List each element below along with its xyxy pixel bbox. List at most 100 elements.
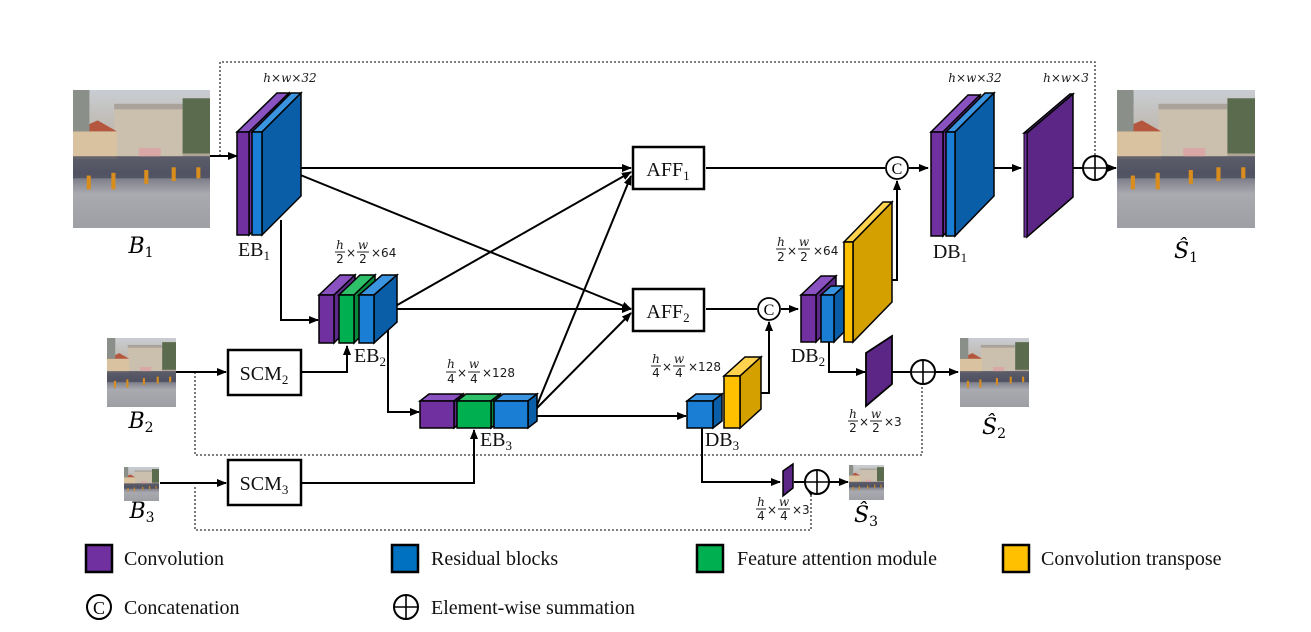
svg-text:w: w <box>799 235 810 249</box>
svg-text:Element-wise summation: Element-wise summation <box>431 597 635 619</box>
eb3-label: EB3 <box>480 429 512 453</box>
output-image-s1: Ŝ1 <box>1117 90 1255 266</box>
skip-connection-3 <box>194 487 812 531</box>
out1-dim-label: h×w×3 <box>1043 71 1089 85</box>
svg-text:w: w <box>674 352 685 366</box>
output-label-s3: Ŝ3 <box>854 501 878 530</box>
svg-text:4: 4 <box>447 372 455 386</box>
svg-text:×64: ×64 <box>813 244 838 258</box>
db3-dim-label: h 4 × w 4 ×128 <box>651 352 721 380</box>
legend-item-convolution: Convolution <box>84 543 224 574</box>
output-image-s3: Ŝ3 <box>849 465 884 530</box>
svg-text:w: w <box>469 357 480 371</box>
svg-text:×3: ×3 <box>884 415 902 429</box>
skip-connection-1 <box>219 61 1096 160</box>
svg-text:×128: ×128 <box>688 360 721 374</box>
eb1-label: EB1 <box>238 239 270 263</box>
concat-node-2: C <box>757 297 781 321</box>
svg-text:h: h <box>849 407 857 421</box>
sum-icon <box>393 594 419 620</box>
aff1-module[interactable]: AFF1 <box>631 145 706 191</box>
svg-text:×: × <box>346 246 356 260</box>
sum-node-2 <box>910 359 936 385</box>
out2-dim-label: h 2 × w 2 ×3 <box>848 407 902 435</box>
svg-text:Concatenation: Concatenation <box>124 597 240 619</box>
encoder-block-eb3[interactable]: h 4 × w 4 ×128 EB3 <box>417 357 540 453</box>
scm2-module[interactable]: SCM2 <box>226 348 303 397</box>
svg-text:×: × <box>767 503 777 517</box>
svg-text:×: × <box>457 366 467 380</box>
svg-text:h: h <box>777 235 785 249</box>
svg-text:4: 4 <box>675 366 683 380</box>
output-label-s2: Ŝ2 <box>982 413 1006 442</box>
db1-dim-label: h×w×32 <box>948 71 1001 85</box>
input-label-b3: B3 <box>128 499 154 526</box>
legend-swatch-residual <box>390 543 420 574</box>
svg-text:2: 2 <box>359 252 367 266</box>
concat-node-1: C <box>885 156 909 180</box>
svg-text:w: w <box>871 407 882 421</box>
encoder-block-eb2[interactable]: h 2 × w 2 ×64 EB2 <box>317 238 400 369</box>
svg-text:×3: ×3 <box>792 503 810 517</box>
svg-text:×: × <box>787 244 797 258</box>
legend-swatch-feature-attention <box>695 543 725 574</box>
legend-swatch-conv-transpose <box>1001 543 1031 574</box>
svg-text:4: 4 <box>780 509 788 523</box>
svg-text:w: w <box>358 238 369 252</box>
decoder-block-db2[interactable]: h 2 × w 2 ×64 DB2 <box>776 200 894 369</box>
input-image-b1: B1 <box>73 90 210 261</box>
svg-text:Feature attention module: Feature attention module <box>737 548 937 570</box>
legend-item-summation: Element-wise summation <box>393 594 635 620</box>
svg-text:SCM3: SCM3 <box>240 473 289 497</box>
sum-node-3 <box>804 469 830 495</box>
svg-text:×64: ×64 <box>371 246 396 260</box>
eb2-label: EB2 <box>354 345 386 369</box>
eb2-dim-label: h 2 × w 2 ×64 <box>335 238 396 266</box>
scm3-module[interactable]: SCM3 <box>226 458 303 507</box>
output-conv-3[interactable]: h 4 × w 4 ×3 <box>756 462 810 523</box>
db3-label: DB3 <box>705 429 739 453</box>
svg-text:4: 4 <box>652 366 660 380</box>
svg-text:w: w <box>779 495 790 509</box>
svg-text:AFF2: AFF2 <box>646 301 689 325</box>
encoder-block-eb1[interactable]: h×w×32 EB1 <box>235 71 317 263</box>
eb3-dim-label: h 4 × w 4 ×128 <box>446 357 515 386</box>
legend-item-residual-blocks: Residual blocks <box>390 543 558 574</box>
concat-icon <box>86 594 112 620</box>
legend-item-feature-attention: Feature attention module <box>695 543 937 574</box>
db2-label: DB2 <box>791 345 825 369</box>
out3-dim-label: h 4 × w 4 ×3 <box>756 495 810 523</box>
output-conv-1[interactable]: h×w×3 <box>1021 71 1089 239</box>
svg-text:h: h <box>447 357 455 371</box>
sum-node-1 <box>1082 155 1108 181</box>
db2-dim-label: h 2 × w 2 ×64 <box>776 235 838 264</box>
svg-text:h: h <box>757 495 765 509</box>
svg-text:2: 2 <box>800 250 808 264</box>
svg-text:×128: ×128 <box>482 366 515 380</box>
svg-text:4: 4 <box>757 509 765 523</box>
svg-text:C: C <box>93 598 105 618</box>
output-conv-2[interactable]: h 2 × w 2 ×3 <box>848 334 902 435</box>
legend: Convolution Residual blocks Feature atte… <box>84 543 1222 620</box>
legend-item-conv-transpose: Convolution transpose <box>1001 543 1222 574</box>
svg-text:AFF1: AFF1 <box>646 159 689 183</box>
svg-text:4: 4 <box>470 372 478 386</box>
svg-text:Convolution: Convolution <box>124 548 224 570</box>
decoder-block-db3[interactable]: h 4 × w 4 ×128 DB3 <box>651 352 763 453</box>
skip-connections <box>194 61 1096 531</box>
decoder-block-db1[interactable]: h×w×32 DB1 <box>929 71 1002 265</box>
input-image-b2: B2 <box>107 338 176 436</box>
svg-text:h: h <box>336 238 344 252</box>
svg-text:Residual blocks: Residual blocks <box>431 548 558 570</box>
svg-text:×: × <box>662 360 672 374</box>
eb1-dim-label: h×w×32 <box>263 71 316 85</box>
svg-text:×: × <box>859 415 869 429</box>
input-image-b3: B3 <box>124 467 159 526</box>
svg-text:2: 2 <box>872 421 880 435</box>
skip-connection-2 <box>194 372 923 456</box>
svg-text:SCM2: SCM2 <box>240 363 289 387</box>
legend-swatch-convolution <box>84 543 114 574</box>
aff2-module[interactable]: AFF2 <box>631 287 706 333</box>
svg-text:2: 2 <box>777 250 785 264</box>
svg-text:Convolution transpose: Convolution transpose <box>1041 548 1222 570</box>
